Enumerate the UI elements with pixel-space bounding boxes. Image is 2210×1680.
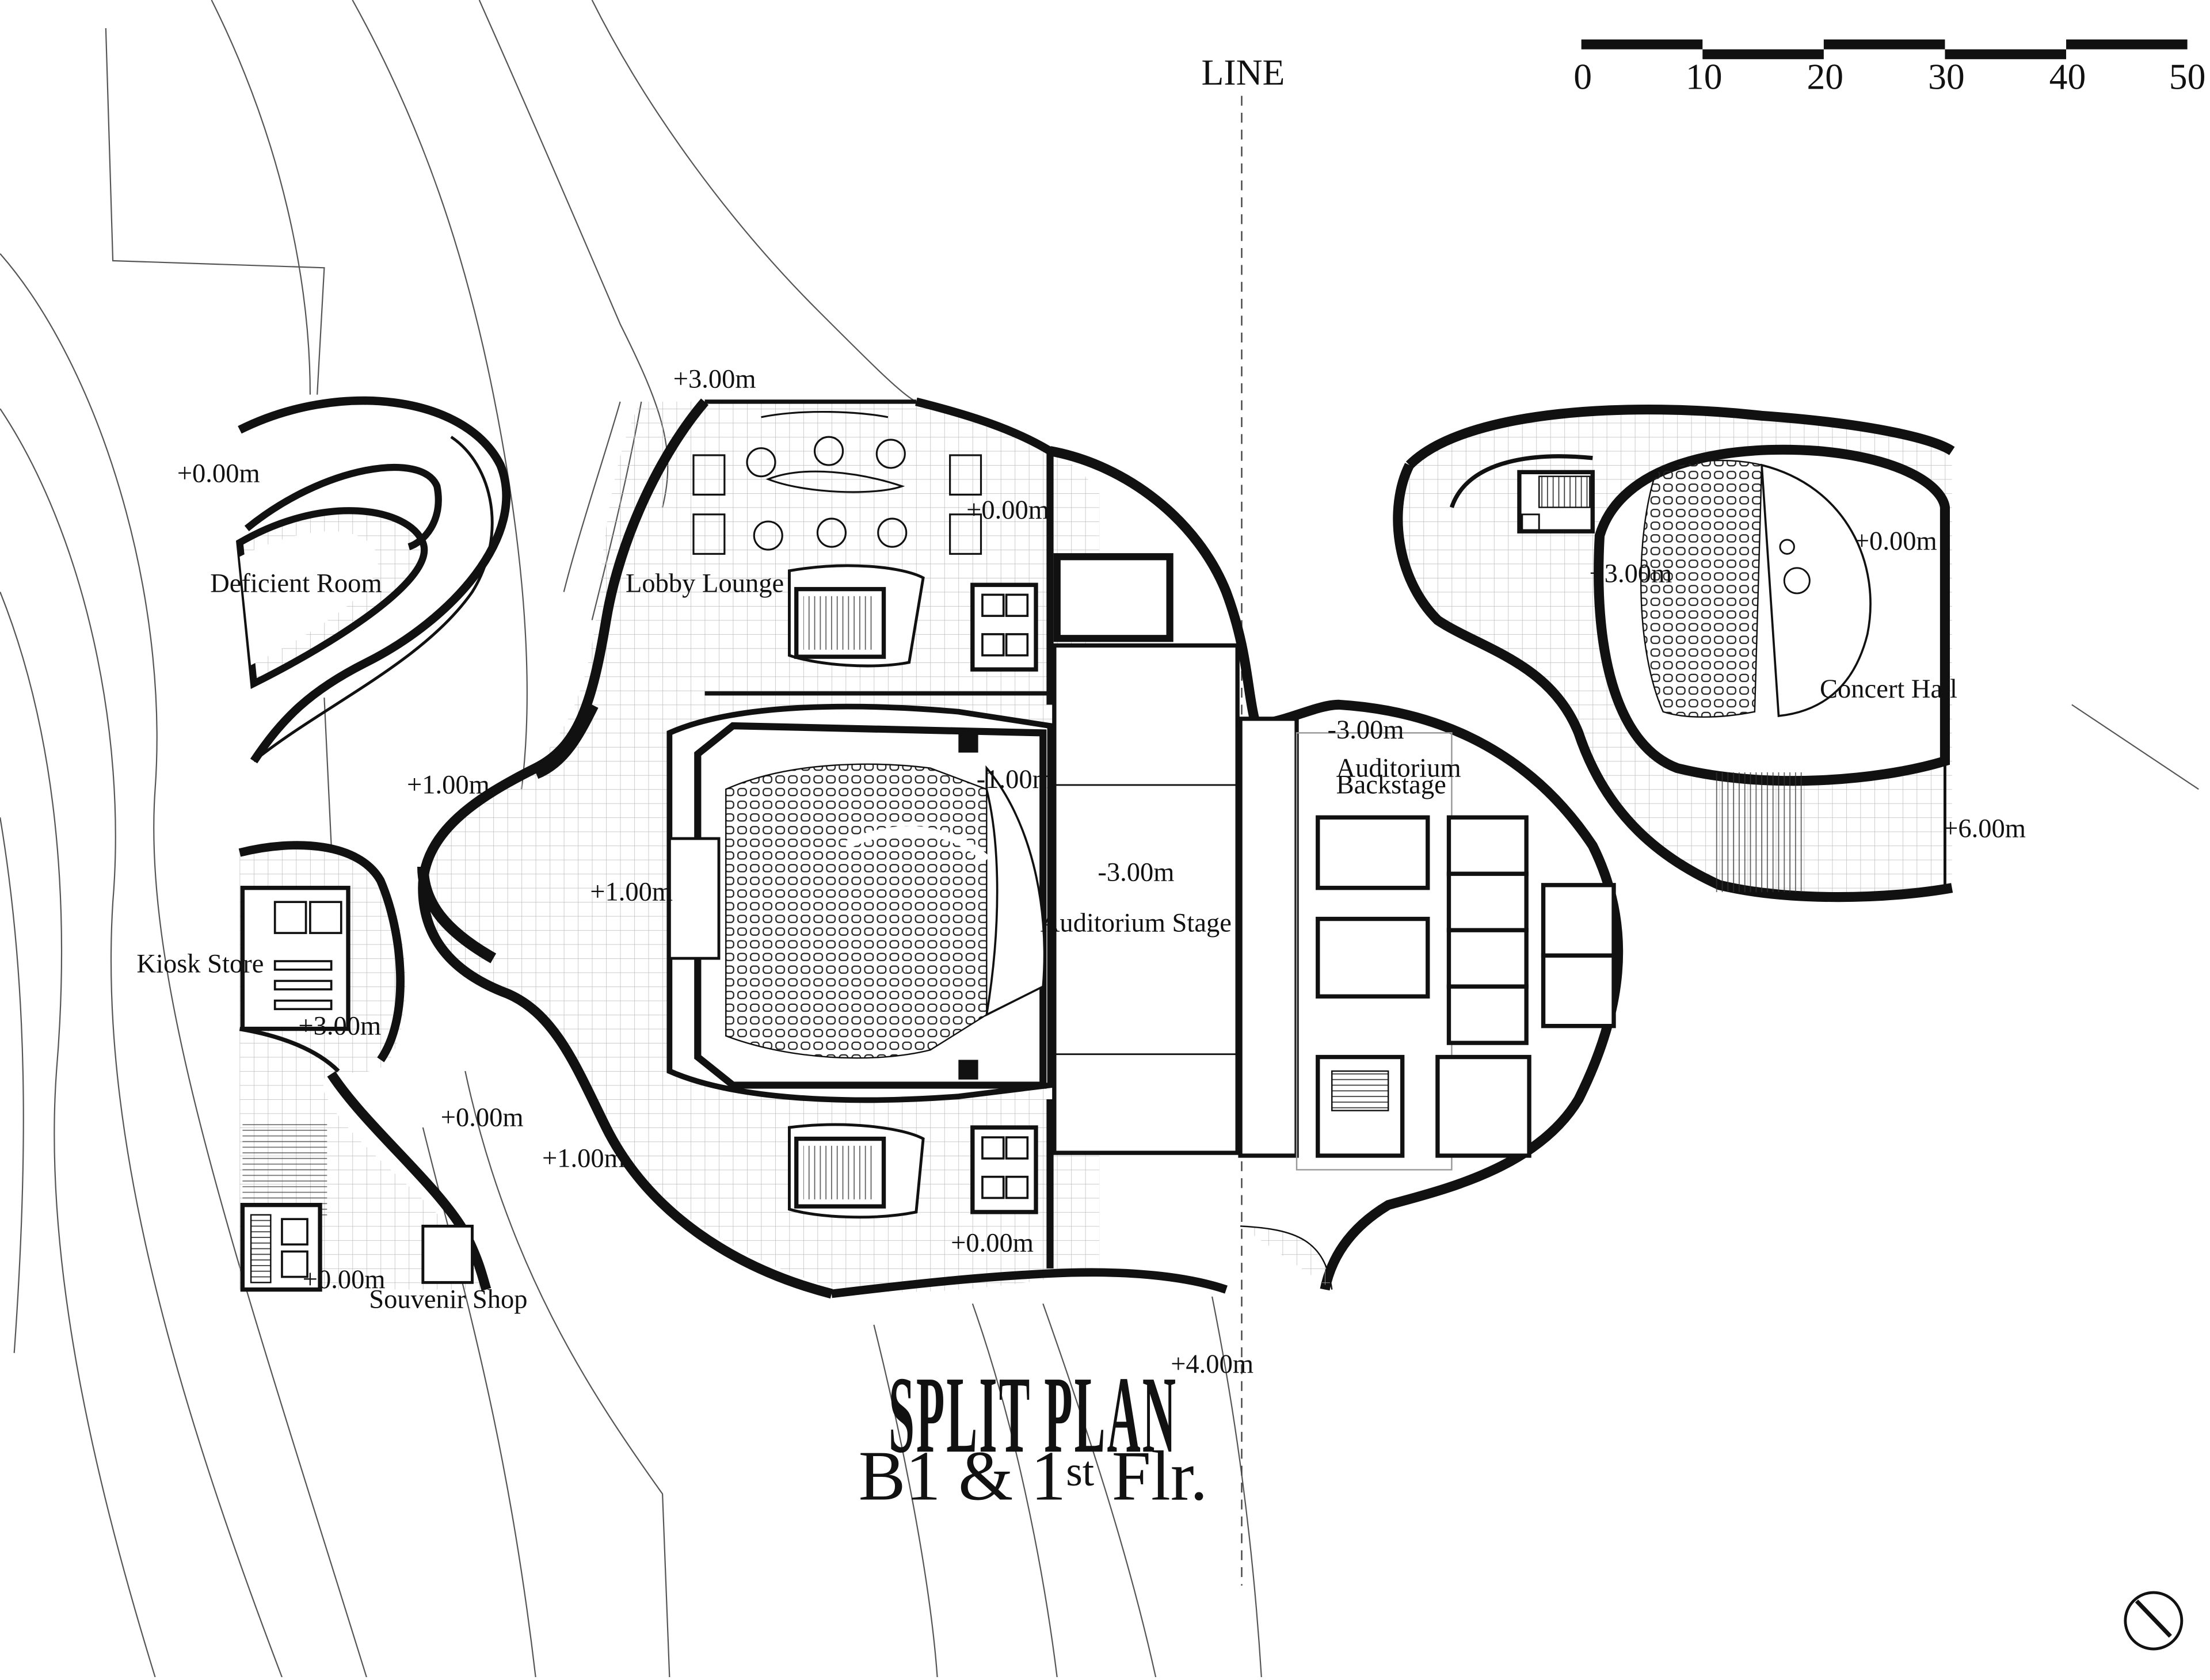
label-souvenir-shop: Souvenir Shop	[369, 1285, 527, 1314]
label-auditorium-backstage-line1: Auditorium	[1336, 753, 1461, 783]
stage-block	[1049, 446, 1624, 1291]
auditorium	[666, 703, 1053, 1103]
level-minus1: -1.00m	[977, 765, 1053, 794]
level-plus3-kiosk: +3.00m	[298, 1011, 381, 1041]
label-auditorium-stage: Auditorium Stage	[1041, 909, 1232, 938]
level-minus3-backstage: -3.00m	[1327, 715, 1404, 745]
subtitle-main: B1 & 1	[859, 1437, 1066, 1515]
north-arrow-icon	[2124, 1591, 2184, 1651]
level-plus0-left: +0.00m	[177, 459, 260, 488]
level-markers: +3.00m +0.00m +0.00m +1.00m +1.00m -1.00…	[177, 364, 2026, 1379]
lower-cores	[788, 1099, 1228, 1298]
level-plus3-top: +3.00m	[673, 364, 756, 394]
concert-hall-wing	[1393, 404, 1955, 902]
level-plus3-concert: +3.00m	[1589, 559, 1672, 588]
plan-subtitle: B1 & 1st Flr.	[859, 1437, 1208, 1515]
split-line-label: LINE	[1202, 52, 1285, 93]
label-auditorium-backstage-line2: Backstage	[1336, 771, 1446, 800]
level-plus1-bottom: +1.00m	[542, 1144, 625, 1174]
scale-tick-50: 50	[2169, 56, 2206, 97]
plan-title: SPLIT PLAN	[889, 1354, 1178, 1476]
label-deficient-room: Deficient Room	[210, 569, 382, 598]
level-plus0-concert: +0.00m	[1854, 527, 1937, 556]
level-plus0-bottom-lobby: +0.00m	[951, 1228, 1034, 1258]
room-labels: Deficient Room Lobby Lounge Kiosk Store …	[136, 569, 1957, 1314]
level-plus0-bottom-mid: +0.00m	[441, 1103, 524, 1133]
scale-tick-0: 0	[1573, 56, 1592, 97]
label-lobby-lounge: Lobby Lounge	[626, 569, 784, 598]
level-plus0-lobby: +0.00m	[966, 496, 1049, 525]
scale-tick-30: 30	[1928, 56, 1965, 97]
scale-tick-20: 20	[1807, 56, 1843, 97]
subtitle-superscript: st	[1066, 1448, 1094, 1495]
level-plus0-souvenir: +0.00m	[303, 1265, 386, 1294]
scale-tick-40: 40	[2049, 56, 2086, 97]
title-block: SPLIT PLAN B1 & 1st Flr.	[859, 1354, 1208, 1515]
upper-cores	[704, 451, 1054, 705]
level-plus1-left: +1.00m	[407, 771, 490, 800]
deficient-room-wing	[235, 396, 511, 764]
kiosk-souvenir-wing	[238, 841, 491, 1292]
scale-bar: 0 10 20 30 40 50	[1573, 39, 2206, 97]
level-plus1-center: +1.00m	[590, 878, 673, 907]
scale-tick-10: 10	[1686, 56, 1723, 97]
level-plus6: +6.00m	[1943, 814, 2026, 844]
label-concert-hall: Concert Hall	[1820, 675, 1957, 704]
level-minus3-stage: -3.00m	[1098, 858, 1174, 887]
lobby-furniture	[692, 410, 982, 555]
label-kiosk-store: Kiosk Store	[136, 950, 264, 979]
subtitle-tail: Flr.	[1094, 1437, 1207, 1515]
level-plus4: +4.00m	[1171, 1350, 1253, 1379]
